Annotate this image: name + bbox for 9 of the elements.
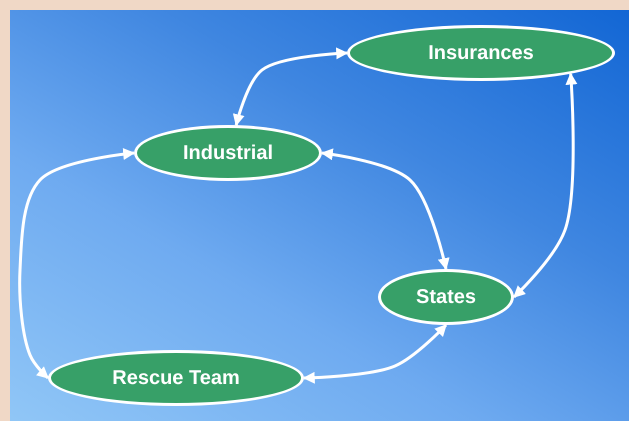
double-arrow xyxy=(320,148,450,270)
node-label: States xyxy=(416,286,476,308)
node-label: Rescue Team xyxy=(112,366,240,390)
double-arrow xyxy=(232,47,348,126)
double-arrow xyxy=(512,72,578,298)
double-arrow xyxy=(302,324,448,384)
node-label: Insurances xyxy=(428,42,534,64)
node-label: Industrial xyxy=(182,142,273,164)
double-arrow xyxy=(18,148,136,380)
